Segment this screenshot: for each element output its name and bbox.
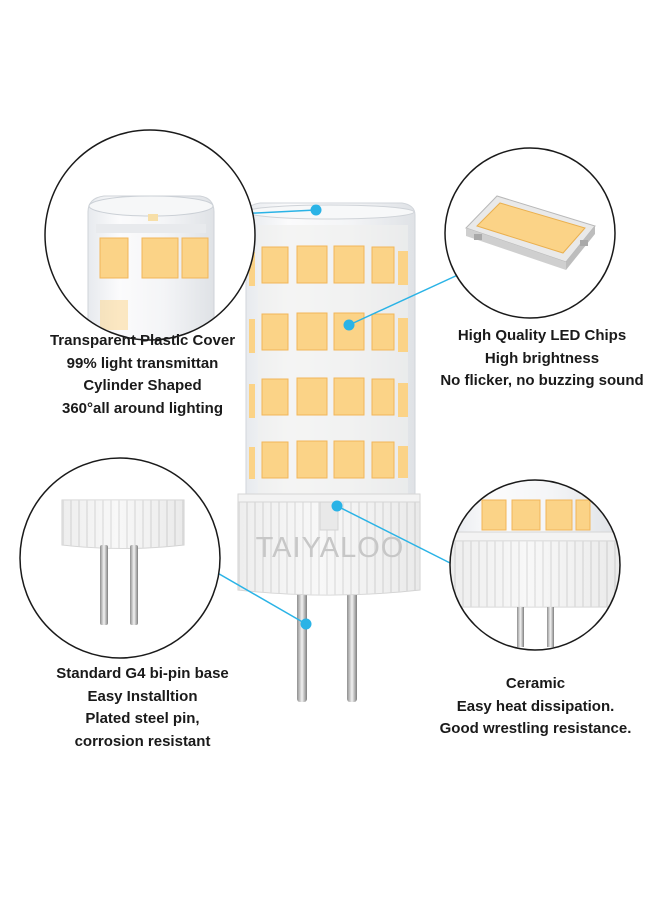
caption-line: Cylinder Shaped <box>83 377 202 394</box>
caption-line: Ceramic <box>505 675 566 692</box>
caption-line: corrosion resistant <box>74 732 211 750</box>
caption-line: Standard G4 bi-pin base <box>56 665 229 682</box>
led-chips <box>249 245 408 479</box>
main-bulb <box>237 202 421 702</box>
brand-watermark: TAIYALOO <box>255 532 405 564</box>
caption-line: Plated steel pin, <box>85 710 200 727</box>
caption-line: No flicker, no buzzing sound <box>440 372 644 389</box>
connector-dots <box>300 204 355 630</box>
caption-line: 99% light transmittan <box>66 354 219 372</box>
caption-chips: High Quality LED Chips High brightness N… <box>398 325 660 393</box>
caption-line: High brightness <box>484 349 600 367</box>
caption-line: Easy heat dissipation. <box>456 697 615 715</box>
caption-line: Easy Installtion <box>87 687 198 705</box>
detail-base-pins <box>19 457 221 659</box>
caption-base: Standard G4 bi-pin base Easy Installtion… <box>10 663 275 753</box>
caption-line: Good wrestling resistance. <box>439 720 632 737</box>
right-pin <box>347 590 357 702</box>
caption-ceramic: Ceramic Easy heat dissipation. Good wres… <box>398 673 660 741</box>
detail-cover <box>44 129 256 341</box>
caption-line: Transparent Plastic Cover <box>49 332 236 349</box>
caption-line: 360°all around lighting <box>61 399 223 417</box>
caption-line: High Quality LED Chips <box>457 327 627 344</box>
detail-ceramic <box>449 479 621 651</box>
caption-cover: Transparent Plastic Cover 99% light tran… <box>10 330 275 420</box>
detail-led-chip <box>444 147 616 319</box>
left-pin <box>297 590 307 702</box>
